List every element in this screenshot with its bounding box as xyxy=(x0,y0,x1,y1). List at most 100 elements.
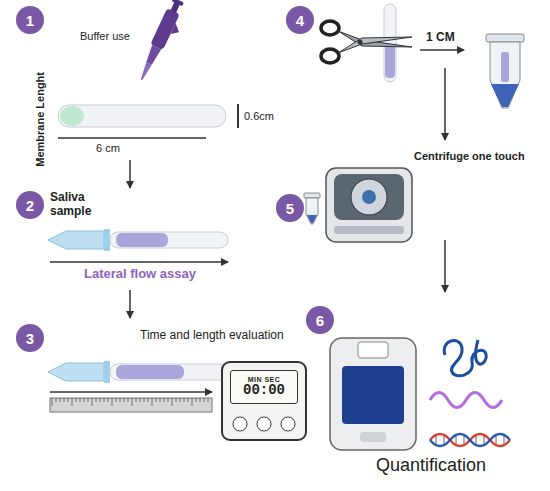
wave-icon xyxy=(430,393,502,408)
eppendorf-tube xyxy=(490,42,520,108)
dna-icon xyxy=(430,434,510,446)
ruler-tick xyxy=(132,398,133,406)
dna-icon xyxy=(430,434,510,446)
ruler-tick xyxy=(200,398,201,402)
sample-tube xyxy=(48,361,110,383)
ruler-tick xyxy=(92,398,93,406)
step-number-text: 1 xyxy=(26,12,34,29)
test-strip xyxy=(110,232,228,248)
pipette xyxy=(144,45,161,66)
ruler-tick xyxy=(188,398,189,402)
ruler-tick xyxy=(104,398,105,402)
sample-tube xyxy=(48,231,104,249)
dimension-label: 6 cm xyxy=(96,142,120,155)
dimension-line xyxy=(237,104,239,128)
ruler-tick xyxy=(184,398,185,402)
ruler-tick xyxy=(120,398,121,402)
test-strip xyxy=(385,44,395,78)
scissors xyxy=(358,40,363,45)
timer-body xyxy=(257,417,271,431)
reader-device xyxy=(360,432,386,442)
eppendorf-tube xyxy=(307,215,317,223)
flow-arrow xyxy=(50,261,228,263)
timer-body xyxy=(222,362,306,440)
ruler-tick xyxy=(80,398,81,402)
eppendorf-tube xyxy=(486,34,524,42)
reader-device xyxy=(358,342,388,358)
membrane-strip xyxy=(58,105,226,127)
step-number-text: 3 xyxy=(26,330,34,347)
flow-arrow xyxy=(50,391,212,393)
step-number-text: 4 xyxy=(296,12,304,29)
membrane-strip xyxy=(60,106,84,126)
dimension-label: 1 CM xyxy=(426,30,455,44)
ruler-tick xyxy=(100,398,101,402)
step-number-text: 6 xyxy=(316,312,324,329)
scissors xyxy=(321,21,412,63)
ruler-tick xyxy=(192,398,193,406)
ruler-tick xyxy=(52,398,208,406)
scissors xyxy=(321,49,339,63)
ruler-tick xyxy=(160,398,161,402)
ruler-tick xyxy=(208,398,209,402)
ruler-tick xyxy=(116,398,117,402)
ruler-tick xyxy=(164,398,165,402)
test-strip xyxy=(110,232,228,248)
ruler-tick xyxy=(64,398,65,402)
pipette xyxy=(135,0,191,86)
step-number: 2 xyxy=(16,191,44,219)
centrifuge xyxy=(351,179,387,215)
dimension-line xyxy=(58,137,206,139)
step-title: Lateral flow assay xyxy=(84,266,196,282)
sample-tube xyxy=(48,229,110,251)
ruler xyxy=(50,398,212,412)
ruler-tick xyxy=(136,398,137,402)
ruler-tick xyxy=(68,398,69,402)
timer-body xyxy=(233,417,247,431)
ruler-tick xyxy=(196,398,197,402)
eppendorf-tube xyxy=(486,34,524,108)
reader-device xyxy=(330,338,416,450)
centrifuge xyxy=(334,226,404,234)
step-number-text: 2 xyxy=(26,197,34,214)
centrifuge xyxy=(362,190,376,204)
dna-icon xyxy=(430,434,510,446)
ruler-tick xyxy=(144,398,145,402)
ruler-tick xyxy=(168,398,169,402)
eppendorf-tube xyxy=(304,193,320,198)
test-strip xyxy=(116,233,168,247)
centrifuge xyxy=(326,168,412,242)
timer-readout: MIN SEC xyxy=(248,376,281,383)
eppendorf-tube xyxy=(501,52,509,82)
ruler-tick xyxy=(88,398,89,402)
membrane-strip xyxy=(58,105,226,127)
timer-readout: 00:00 xyxy=(243,383,285,398)
dimension-line xyxy=(58,104,238,138)
ruler-tick xyxy=(56,398,57,402)
step-number: 3 xyxy=(16,324,44,352)
ruler-tick xyxy=(76,398,77,402)
sample-tube xyxy=(104,361,110,383)
sample-tube xyxy=(48,363,104,381)
ruler xyxy=(50,398,212,412)
step-title: Saliva sample xyxy=(50,190,102,219)
flow-arrow xyxy=(129,290,131,318)
ruler-tick xyxy=(60,398,61,402)
step-number-text: 5 xyxy=(286,200,294,217)
eppendorf-tube xyxy=(491,84,519,107)
centrifuge xyxy=(326,168,412,242)
ruler-tick xyxy=(96,398,97,402)
step-title: Time and length evaluation xyxy=(140,328,284,342)
dimension-label: Membrane Lenght xyxy=(34,72,47,167)
ruler-tick xyxy=(176,398,177,402)
step-title: Quantification xyxy=(376,455,486,477)
ruler-tick xyxy=(108,398,109,402)
eppendorf-tube xyxy=(304,193,320,224)
ruler-tick xyxy=(156,398,157,402)
flow-arrow xyxy=(129,160,131,188)
step-number: 1 xyxy=(16,6,44,34)
protein-icon xyxy=(444,340,486,376)
timer-body xyxy=(222,362,306,440)
scissors xyxy=(321,21,339,35)
